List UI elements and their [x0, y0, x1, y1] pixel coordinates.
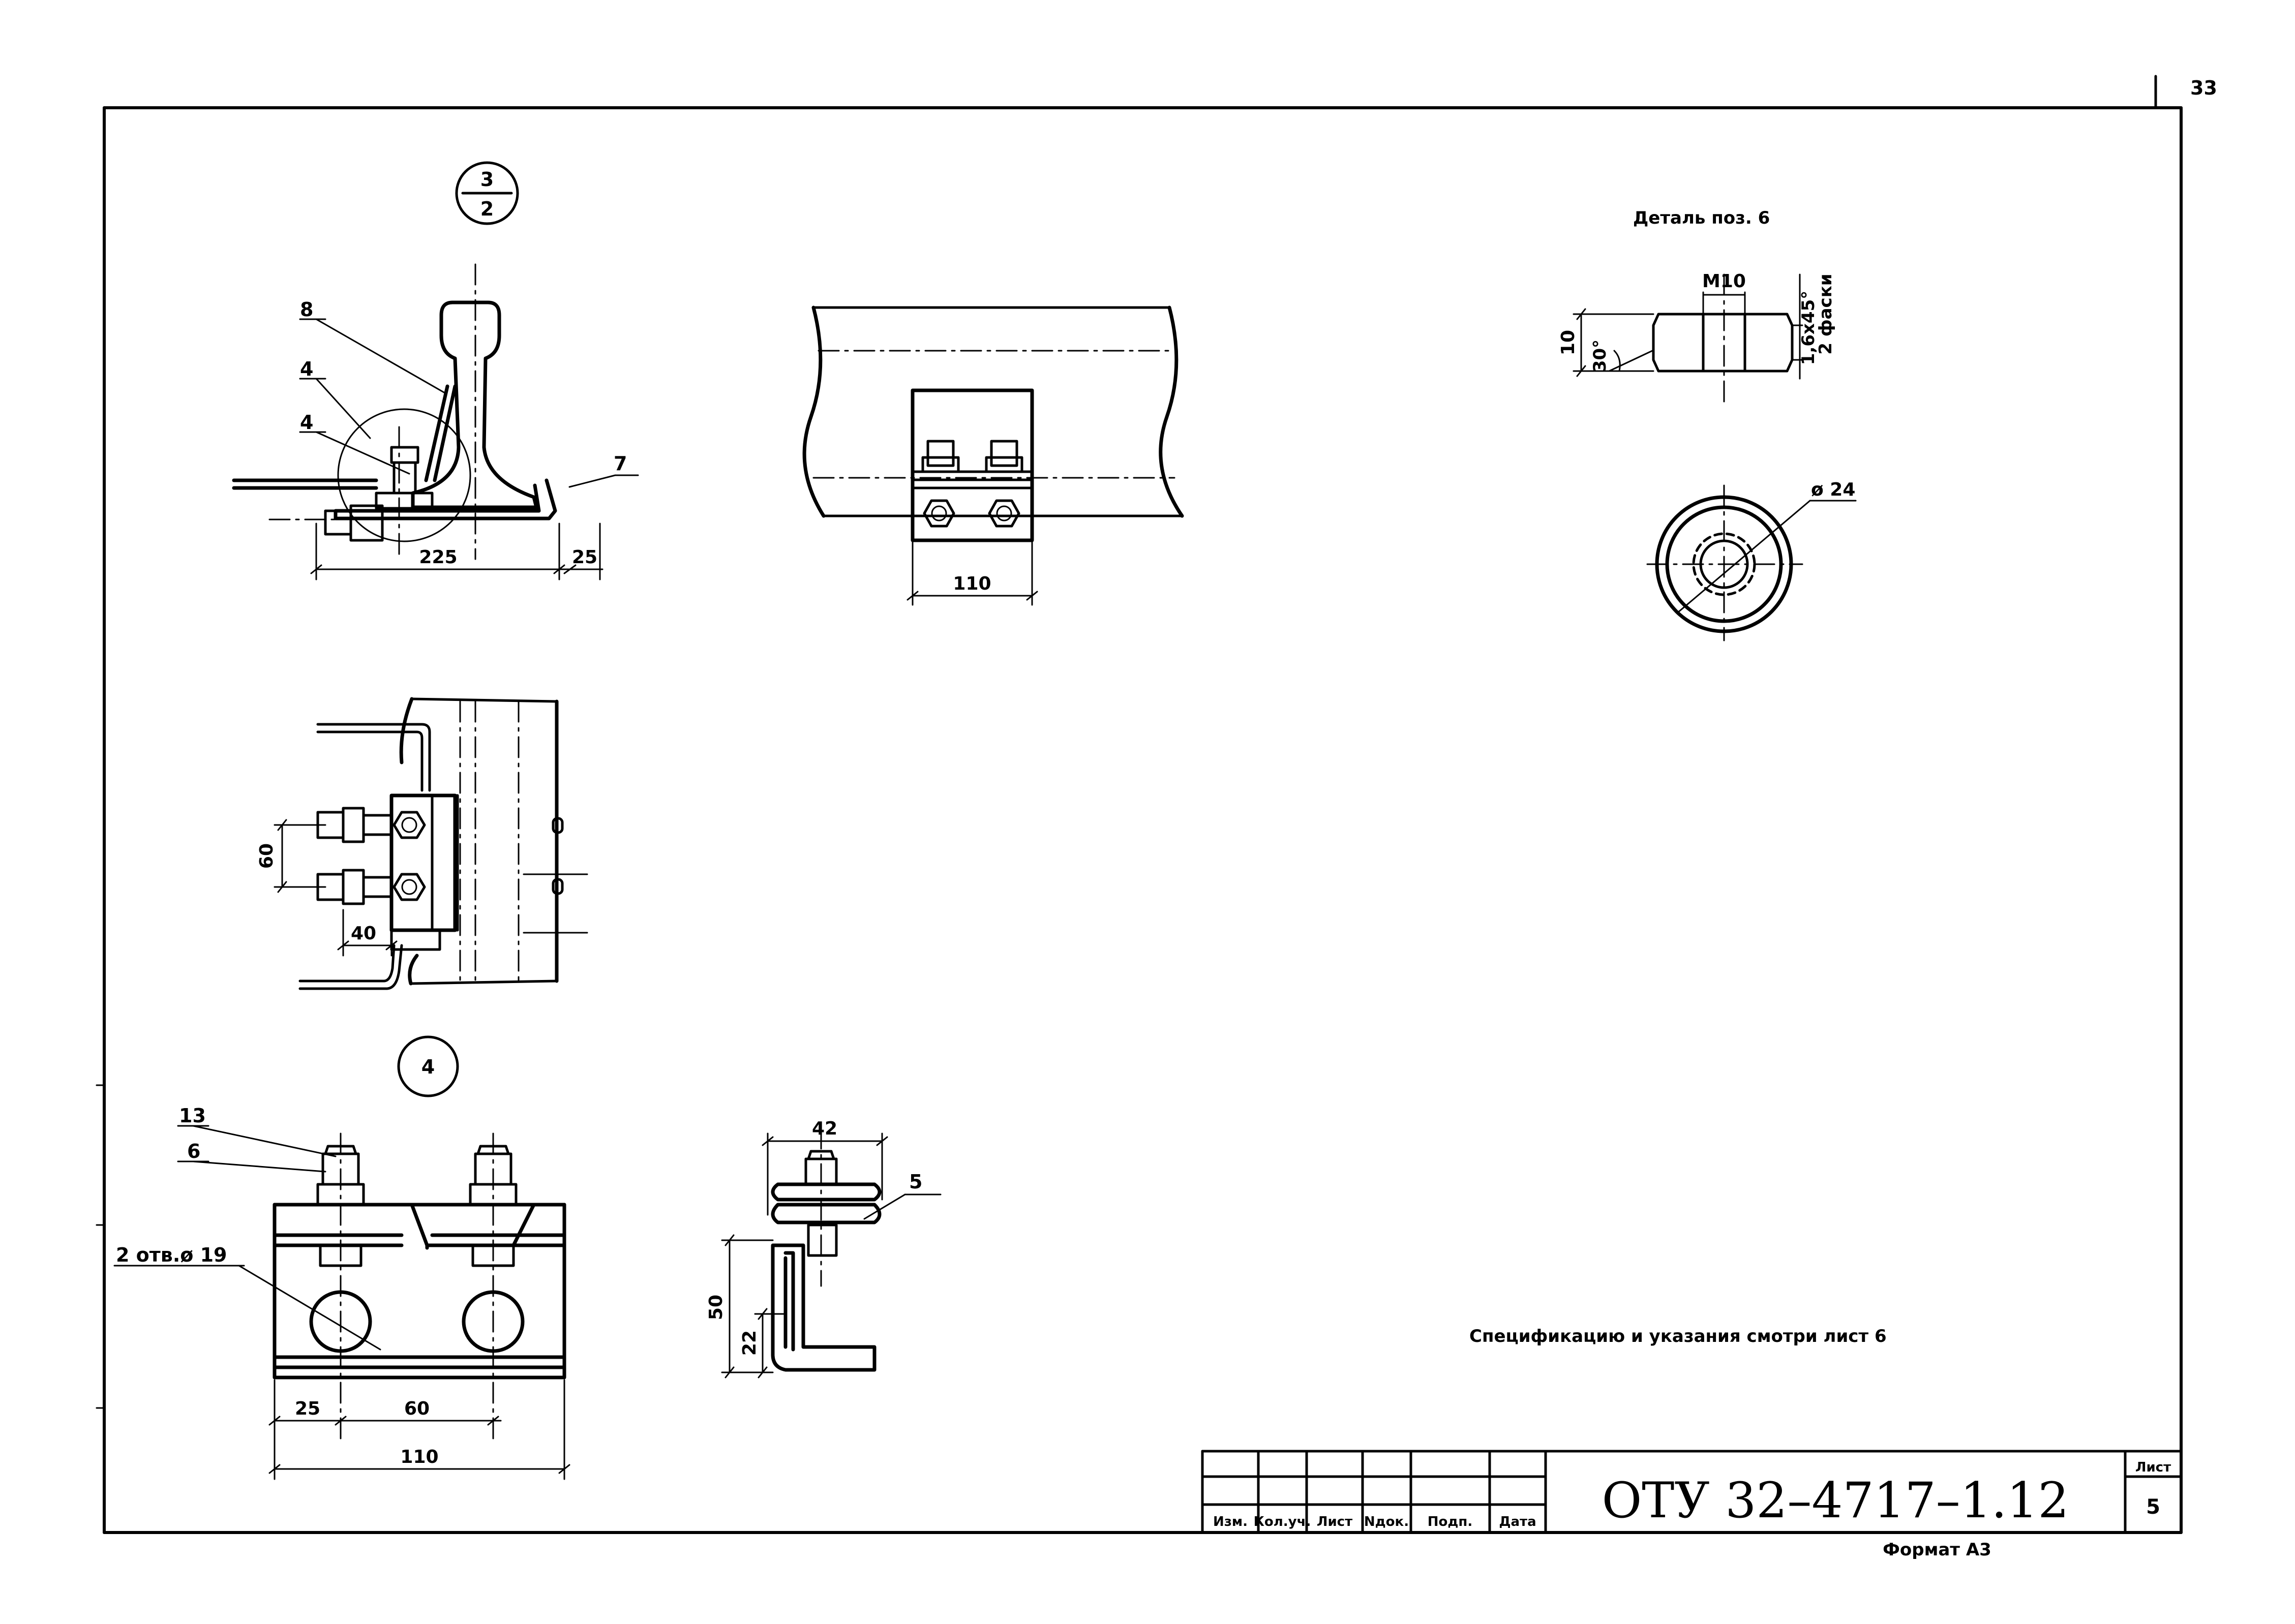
detail-angle: 30°	[1590, 340, 1610, 372]
dim-22-value: 22	[739, 1330, 760, 1356]
page-number: 33	[2190, 77, 2217, 99]
rail-profile	[411, 300, 538, 509]
dimension-225	[310, 523, 603, 580]
detail-chamfer-size: 1,6x45°	[1798, 291, 1819, 365]
tb-header-ndok: Nдок.	[1364, 1514, 1409, 1529]
view-4: 4	[113, 1035, 570, 1480]
clamp-bolt-head	[390, 446, 419, 464]
label-pos-7: 7	[614, 452, 627, 475]
section-callout-bottom: 2	[480, 198, 494, 220]
detail-chamfer-count: 2 фаски	[1816, 273, 1836, 354]
label-pos-4-upper: 4	[300, 358, 313, 380]
dim-25-top-value: 25	[572, 547, 597, 568]
bracket-view	[721, 1127, 942, 1378]
document-code: ОТУ 32–4717–1.12	[1602, 1472, 2069, 1529]
section-callout-3-2	[455, 161, 519, 225]
tb-header-podp: Подп.	[1428, 1514, 1472, 1529]
detail-diameter: ø 24	[1811, 479, 1855, 500]
detail-pos-6	[1573, 273, 1857, 641]
detail-circle	[337, 408, 471, 542]
spec-note: Спецификацию и указания смотри лист 6	[1469, 1326, 1887, 1346]
sheet-label: Лист	[2135, 1460, 2171, 1475]
paper-format: Формат А3	[1883, 1540, 1991, 1560]
detail-title: Деталь поз. 6	[1633, 208, 1770, 228]
clamp-body-plan	[911, 388, 1034, 542]
label-pos-5: 5	[909, 1171, 922, 1193]
clamp-plate	[424, 384, 457, 482]
detail-thread: M10	[1702, 271, 1746, 292]
tb-header-list: Лист	[1317, 1514, 1352, 1529]
view-callout-4-label: 4	[421, 1056, 435, 1078]
dim-110-bottom-value: 110	[400, 1447, 438, 1467]
tb-header-data: Дата	[1499, 1514, 1536, 1529]
section-callout-top: 3	[480, 168, 494, 191]
sheet-number: 5	[2146, 1495, 2160, 1519]
label-holes: 2 отв.ø 19	[116, 1244, 227, 1266]
angle-bracket	[771, 1243, 877, 1372]
view-callout-4	[397, 1035, 459, 1097]
title-block	[1201, 1450, 2183, 1534]
dim-50-value: 50	[706, 1295, 727, 1320]
hole-right	[462, 1290, 525, 1353]
detail-height: 10	[1558, 330, 1579, 355]
dim-60-side-value: 60	[256, 843, 277, 869]
section-3-2-view: 3 2 8 4 4 7	[232, 161, 639, 580]
label-pos-6: 6	[187, 1140, 200, 1162]
rail-plan-view	[802, 305, 1184, 606]
dim-40-value: 40	[351, 923, 376, 944]
label-pos-13: 13	[179, 1105, 206, 1127]
label-pos-8: 8	[300, 298, 313, 321]
dim-25-bottom-value: 25	[295, 1398, 320, 1419]
dim-110-top-value: 110	[953, 573, 991, 594]
dim-225-value: 225	[419, 547, 457, 568]
tb-header-izm: Изм.	[1213, 1514, 1248, 1529]
clamp-front-body	[273, 1203, 566, 1250]
clamp-bracket	[334, 478, 557, 520]
dim-60-bottom-value: 60	[404, 1398, 430, 1419]
side-view	[274, 697, 588, 990]
hole-left	[309, 1290, 372, 1353]
dim-42-value: 42	[812, 1118, 837, 1139]
sheet-frame	[96, 75, 2183, 1534]
tb-header-kol-uch: Кол.уч.	[1254, 1514, 1311, 1529]
label-pos-4-lower: 4	[300, 411, 313, 434]
